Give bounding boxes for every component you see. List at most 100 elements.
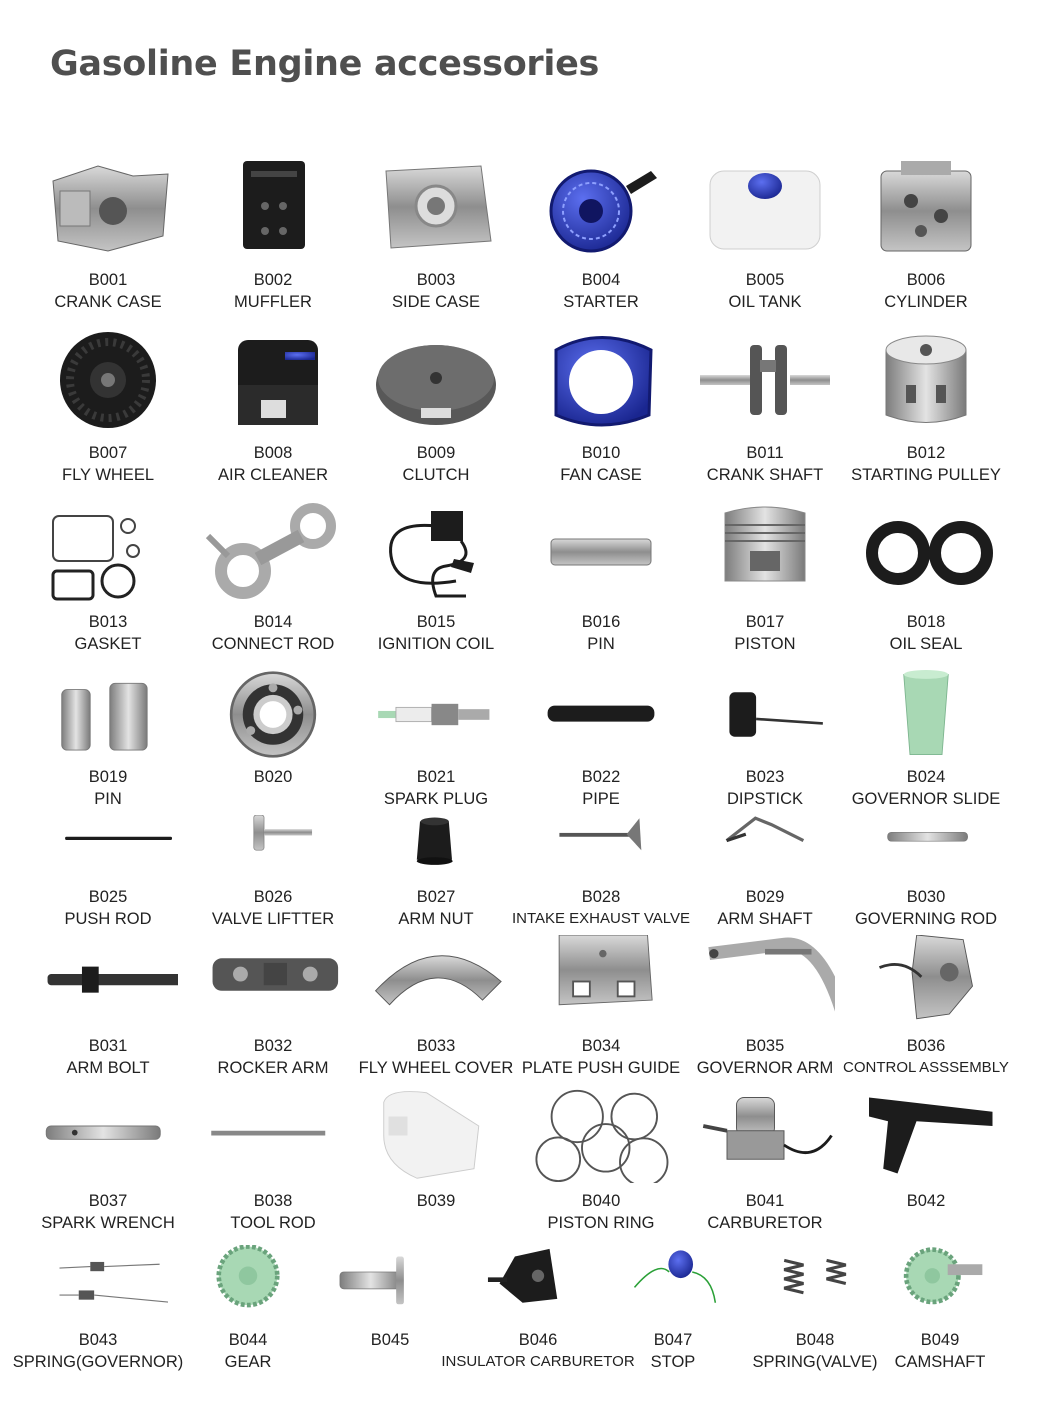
part-name: STARTER: [563, 293, 639, 311]
part-code: B002: [253, 271, 293, 289]
part-code: B005: [745, 271, 785, 289]
part-name: OIL TANK: [728, 293, 802, 311]
part-code: B015: [416, 613, 456, 631]
part-name: ARM NUT: [398, 910, 474, 928]
part-name: PISTON: [734, 635, 796, 653]
part-name: CRANK SHAFT: [706, 466, 824, 484]
part-code: B046: [518, 1331, 558, 1349]
part-name: PIN: [94, 790, 122, 808]
part-name: STARTING PULLEY: [851, 466, 1001, 484]
flywheel-icon: [38, 325, 178, 435]
part-name: FLY WHEEL COVER: [358, 1059, 514, 1077]
part-code: B021: [416, 768, 456, 786]
part-name: ARM BOLT: [66, 1059, 150, 1077]
rockerarm-icon: [203, 935, 343, 1028]
part-code: B038: [253, 1192, 293, 1210]
part-name: CARBURETOR: [707, 1214, 823, 1232]
part-code: B026: [253, 888, 293, 906]
part-code: B022: [581, 768, 621, 786]
part-name: CYLINDER: [884, 293, 968, 311]
part-name: INSULATOR CARBURETOR: [441, 1353, 635, 1370]
part-name: SPARK PLUG: [383, 790, 489, 808]
part-name: CLUTCH: [402, 466, 470, 484]
pipe-icon: [531, 670, 671, 759]
part-code: B013: [88, 613, 128, 631]
part-name: FLY WHEEL: [62, 466, 154, 484]
part-name: GOVERNOR ARM: [696, 1059, 834, 1077]
part-code: B034: [581, 1037, 621, 1055]
part-name: ROCKER ARM: [217, 1059, 329, 1077]
part-name: PIPE: [582, 790, 620, 808]
carburetor-icon: [695, 1088, 835, 1183]
part-name: IGNITION COIL: [377, 635, 495, 653]
part-code: B008: [253, 444, 293, 462]
part-code: B017: [745, 613, 785, 631]
part-code: B016: [581, 613, 621, 631]
part-code: B049: [920, 1331, 960, 1349]
part-name: ARM SHAFT: [717, 910, 813, 928]
part-code: B010: [581, 444, 621, 462]
part-code: B033: [416, 1037, 456, 1055]
clutch-icon: [366, 325, 506, 435]
part-code: B025: [88, 888, 128, 906]
bearing-icon: [203, 670, 343, 759]
part-name: CAMSHAFT: [894, 1353, 986, 1371]
part-code: B041: [745, 1192, 785, 1210]
part-item: B020: [198, 670, 348, 817]
valvespring-icon: [745, 1245, 885, 1322]
part-name: INTAKE EXHAUST VALVE: [511, 910, 691, 927]
part-code: B003: [416, 271, 456, 289]
crankshaft-icon: [695, 325, 835, 435]
part-name: PUSH ROD: [64, 910, 152, 928]
ignitioncoil-icon: [366, 498, 506, 604]
part-name: GOVERNOR SLIDE: [851, 790, 1001, 808]
bracket-icon: [856, 1088, 996, 1183]
aircleaner-icon: [203, 325, 343, 435]
part-item: B039: [361, 1088, 511, 1241]
sidecase-icon: [366, 150, 506, 262]
part-item: B042: [851, 1088, 1001, 1241]
part-code: B039: [416, 1192, 456, 1210]
part-name: OIL SEAL: [889, 635, 963, 653]
part-name: VALVE LIFTTER: [211, 910, 335, 928]
part-name: PLATE PUSH GUIDE: [521, 1059, 681, 1077]
part-code: B004: [581, 271, 621, 289]
armshaft-icon: [695, 815, 835, 879]
part-name: DIPSTICK: [726, 790, 804, 808]
pin-icon: [531, 498, 671, 604]
part-name: PIN: [587, 635, 615, 653]
part-name: SPRING(GOVERNOR): [12, 1353, 184, 1371]
part-code: B020: [253, 768, 293, 786]
part-name: SPRING(VALVE): [752, 1353, 878, 1371]
insulator-icon: [468, 1245, 608, 1322]
part-name: GEAR: [224, 1353, 272, 1371]
part-code: B036: [906, 1037, 946, 1055]
part-code: B006: [906, 271, 946, 289]
pistonring-icon: [531, 1088, 671, 1187]
part-code: B027: [416, 888, 456, 906]
valve-icon: [531, 815, 671, 879]
starter-icon: [531, 150, 671, 262]
